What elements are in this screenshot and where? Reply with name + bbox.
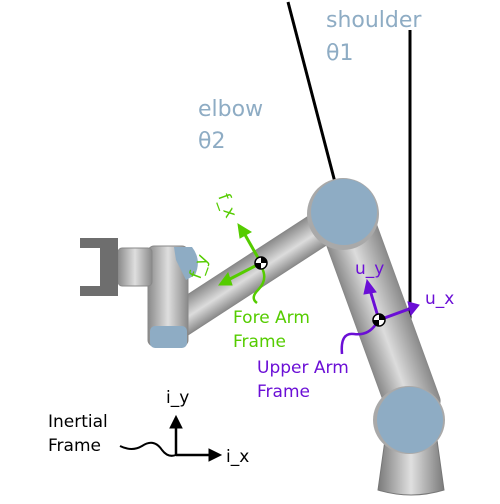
upper-arm-frame-label-line2: Frame xyxy=(257,382,310,402)
fore-arm-frame-label-line2: Frame xyxy=(233,332,286,352)
upper-arm-frame-label-line1: Upper Arm xyxy=(257,358,349,378)
u-y-label: u_y xyxy=(355,259,384,279)
base-joint xyxy=(373,386,445,454)
upper-arm-origin xyxy=(372,313,386,327)
inertial-frame xyxy=(119,414,223,462)
inertial-frame-label-line1: Inertial xyxy=(48,412,108,432)
shoulder-label: shoulder xyxy=(326,8,422,33)
wrist-joint xyxy=(147,245,198,348)
gripper xyxy=(80,238,153,296)
f-x-label: f_x xyxy=(213,191,240,221)
fore-arm-frame-label-line1: Fore Arm xyxy=(233,308,310,328)
fore-arm-origin xyxy=(254,256,268,270)
elbow-label: elbow xyxy=(198,97,263,122)
i-x-label: i_x xyxy=(226,447,249,467)
robot-base xyxy=(377,439,445,496)
elbow-reference-line xyxy=(286,1,339,191)
theta2-label: θ2 xyxy=(198,129,225,154)
theta1-label: θ1 xyxy=(326,41,353,66)
shoulder-joint xyxy=(307,178,379,250)
u-x-label: u_x xyxy=(425,289,454,309)
inertial-frame-label-line2: Frame xyxy=(48,436,101,456)
i-y-label: i_y xyxy=(166,388,189,408)
